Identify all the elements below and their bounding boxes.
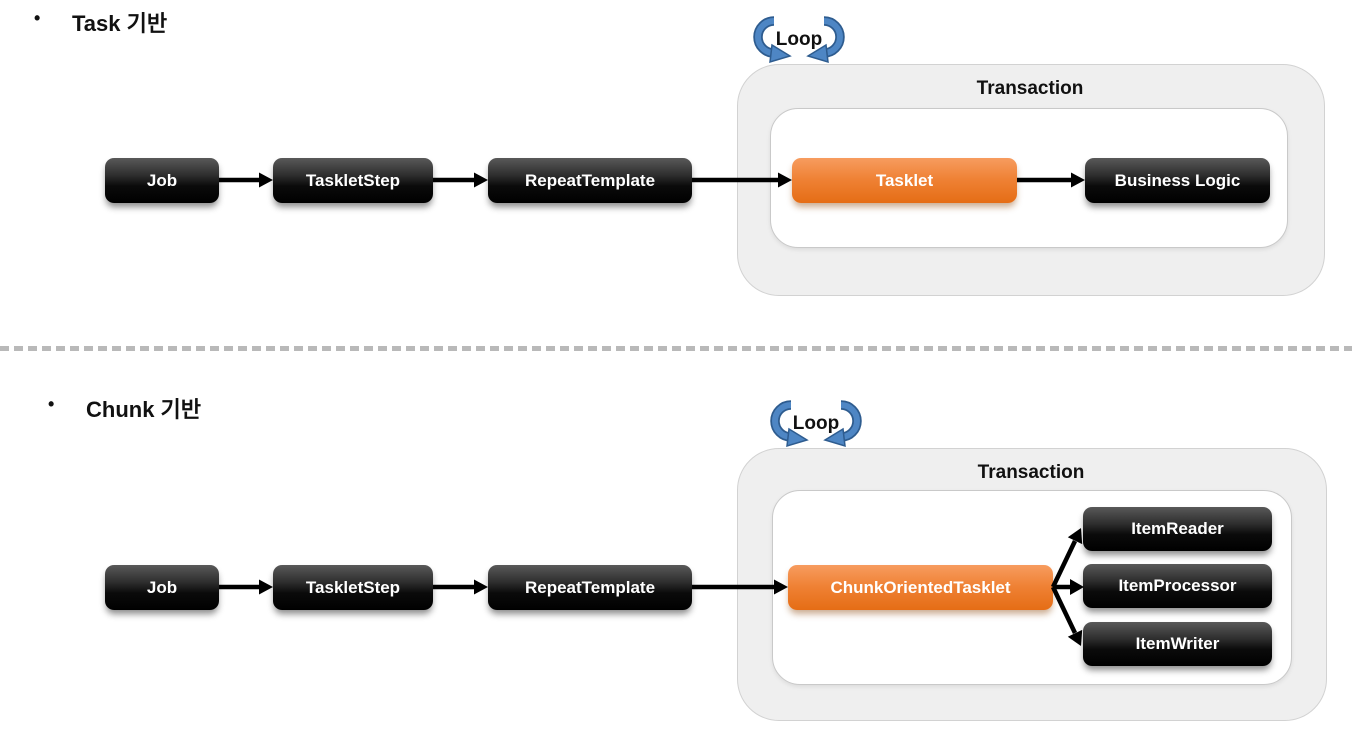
arrow-taskletstep-repeattemplate xyxy=(433,172,488,188)
transaction-label-chunk: Transaction xyxy=(977,462,1085,483)
arrow-job-taskletstep xyxy=(219,172,273,188)
chunk-section-title: Chunk 기반 xyxy=(86,397,202,422)
node-item-writer: ItemWriter xyxy=(1083,622,1272,666)
loop-arc-left xyxy=(755,18,775,56)
node-tasklet-step: TaskletStep xyxy=(273,565,433,610)
node-job: Job xyxy=(105,158,219,203)
arrow-taskletstep-repeattemplate xyxy=(433,579,488,595)
task-section-title: Task 기반 xyxy=(72,11,168,36)
loop-icon: Loop xyxy=(770,400,862,448)
node-item-processor: ItemProcessor xyxy=(1083,564,1272,608)
node-tasklet: Tasklet xyxy=(792,158,1017,203)
arrow-repeattemplate-tasklet xyxy=(692,172,792,188)
arrowhead-itemwriter xyxy=(1067,629,1083,646)
arrow-to-itemreader xyxy=(1050,540,1078,588)
bullet-chunk: • xyxy=(48,394,55,414)
loop-label: Loop xyxy=(793,413,839,434)
arrow-repeattemplate-chunktasklet xyxy=(692,579,788,595)
loop-arrowhead-right xyxy=(806,43,829,64)
loop-arc-right xyxy=(823,18,843,56)
bullet-task: • xyxy=(34,8,41,28)
arrow-fanout-items xyxy=(1050,528,1084,646)
node-chunk-oriented-tasklet: ChunkOrientedTasklet xyxy=(788,565,1053,610)
node-tasklet-step: TaskletStep xyxy=(273,158,433,203)
arrowhead-itemreader xyxy=(1067,528,1083,545)
arrowhead-itemprocessor xyxy=(1070,579,1084,595)
arrow-to-itemwriter xyxy=(1050,586,1078,634)
node-item-reader: ItemReader xyxy=(1083,507,1272,551)
loop-arc-left xyxy=(772,402,792,440)
loop-arc-right xyxy=(840,402,860,440)
node-job: Job xyxy=(105,565,219,610)
loop-arrowhead-left xyxy=(786,427,809,448)
section-divider xyxy=(0,346,1352,351)
arrow-job-taskletstep xyxy=(219,579,273,595)
node-repeat-template: RepeatTemplate xyxy=(488,158,692,203)
loop-arrowhead-right xyxy=(823,427,846,448)
loop-icon: Loop xyxy=(753,16,845,64)
loop-label: Loop xyxy=(776,29,822,50)
node-business-logic: Business Logic xyxy=(1085,158,1270,203)
loop-arrowhead-left xyxy=(769,43,792,64)
transaction-label-task: Transaction xyxy=(976,78,1084,99)
arrow-tasklet-businesslogic xyxy=(1017,172,1085,188)
node-repeat-template: RepeatTemplate xyxy=(488,565,692,610)
